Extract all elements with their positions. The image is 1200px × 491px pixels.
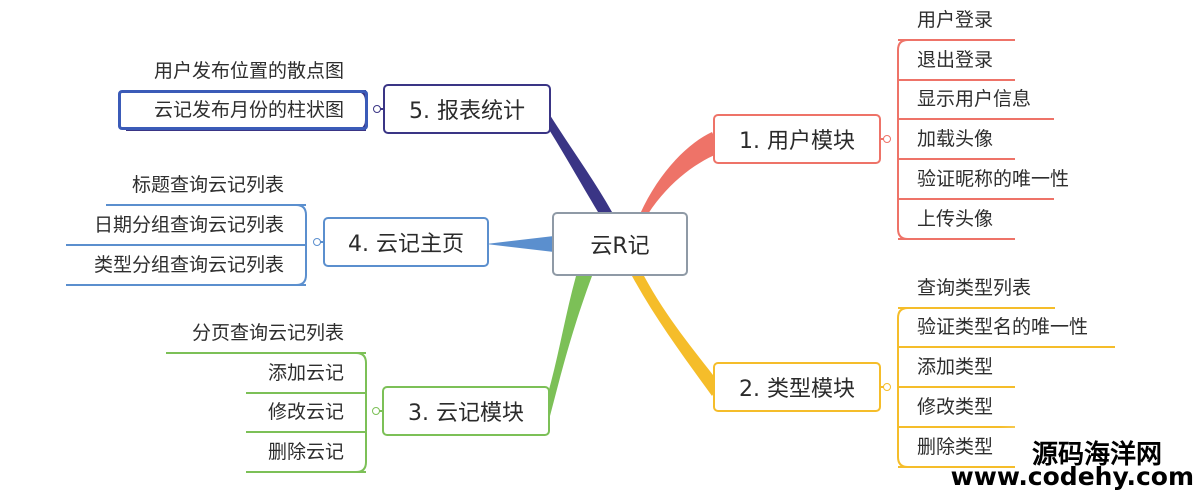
ribbon-notes xyxy=(546,276,592,416)
watermark: 源码海洋网 www.codehy.com xyxy=(951,432,1200,491)
branch-node-types-label: 2. 类型模块 xyxy=(739,377,855,402)
branch-node-stats-label: 5. 报表统计 xyxy=(409,99,525,124)
watermark-fade xyxy=(1000,400,1200,440)
leaf-types[interactable]: 修改类型 xyxy=(917,396,994,418)
branch-node-stats[interactable]: 5. 报表统计 xyxy=(383,84,551,134)
leaf-users[interactable]: 显示用户信息 xyxy=(917,88,1032,110)
leaf-home[interactable]: 类型分组查询云记列表 xyxy=(93,254,284,276)
leaf-types[interactable]: 添加类型 xyxy=(917,356,994,378)
branch-node-types[interactable]: 2. 类型模块 xyxy=(713,362,881,412)
leaf-users[interactable]: 用户登录 xyxy=(917,9,994,31)
center-node[interactable]: 云R记 xyxy=(552,212,688,276)
center-branch-ribbons xyxy=(486,112,722,416)
collapse-toggle-stats[interactable] xyxy=(373,105,381,113)
collapse-toggle-home[interactable] xyxy=(313,238,321,246)
leaf-notes[interactable]: 分页查询云记列表 xyxy=(191,322,344,344)
branch-node-users-label: 1. 用户模块 xyxy=(739,129,855,154)
branch-users-spine xyxy=(897,39,909,240)
leaf-users[interactable]: 加载头像 xyxy=(917,128,994,150)
branch-node-notes[interactable]: 3. 云记模块 xyxy=(382,386,550,436)
branch-notes-spine xyxy=(355,352,367,473)
leaf-notes[interactable]: 修改云记 xyxy=(267,401,344,423)
ribbon-types xyxy=(632,276,720,396)
leaf-home[interactable]: 日期分组查询云记列表 xyxy=(93,214,284,236)
leaf-users[interactable]: 退出登录 xyxy=(917,49,994,71)
ribbon-stats xyxy=(548,112,612,212)
branch-node-users[interactable]: 1. 用户模块 xyxy=(713,114,881,164)
leaf-types[interactable]: 验证类型名的唯一性 xyxy=(917,316,1089,338)
collapse-toggle-notes[interactable] xyxy=(372,407,380,415)
leaf-notes[interactable]: 删除云记 xyxy=(267,441,344,463)
leaf-stats[interactable]: 云记发布月份的柱状图 xyxy=(153,99,344,121)
selected-leaf-frame xyxy=(118,90,368,130)
ribbon-home xyxy=(486,236,554,252)
branch-node-notes-label: 3. 云记模块 xyxy=(408,401,524,426)
leaf-users[interactable]: 验证昵称的唯一性 xyxy=(917,168,1070,190)
branch-node-home[interactable]: 4. 云记主页 xyxy=(323,217,489,267)
ribbon-users xyxy=(640,132,722,214)
center-node-label: 云R记 xyxy=(590,234,650,259)
leaf-types[interactable]: 删除类型 xyxy=(917,436,994,458)
collapse-toggle-users[interactable] xyxy=(883,135,891,143)
watermark-title: 源码海洋网 xyxy=(1031,440,1162,470)
leaf-home[interactable]: 标题查询云记列表 xyxy=(131,174,284,196)
collapse-toggle-types[interactable] xyxy=(883,383,891,391)
leaf-users[interactable]: 上传头像 xyxy=(917,208,994,230)
watermark-url: www.codehy.com xyxy=(950,462,1194,491)
leaf-notes[interactable]: 添加云记 xyxy=(267,362,344,384)
leaf-types[interactable]: 查询类型列表 xyxy=(917,277,1032,299)
branch-node-home-label: 4. 云记主页 xyxy=(348,232,464,257)
leaf-stats[interactable]: 用户发布位置的散点图 xyxy=(153,60,344,82)
